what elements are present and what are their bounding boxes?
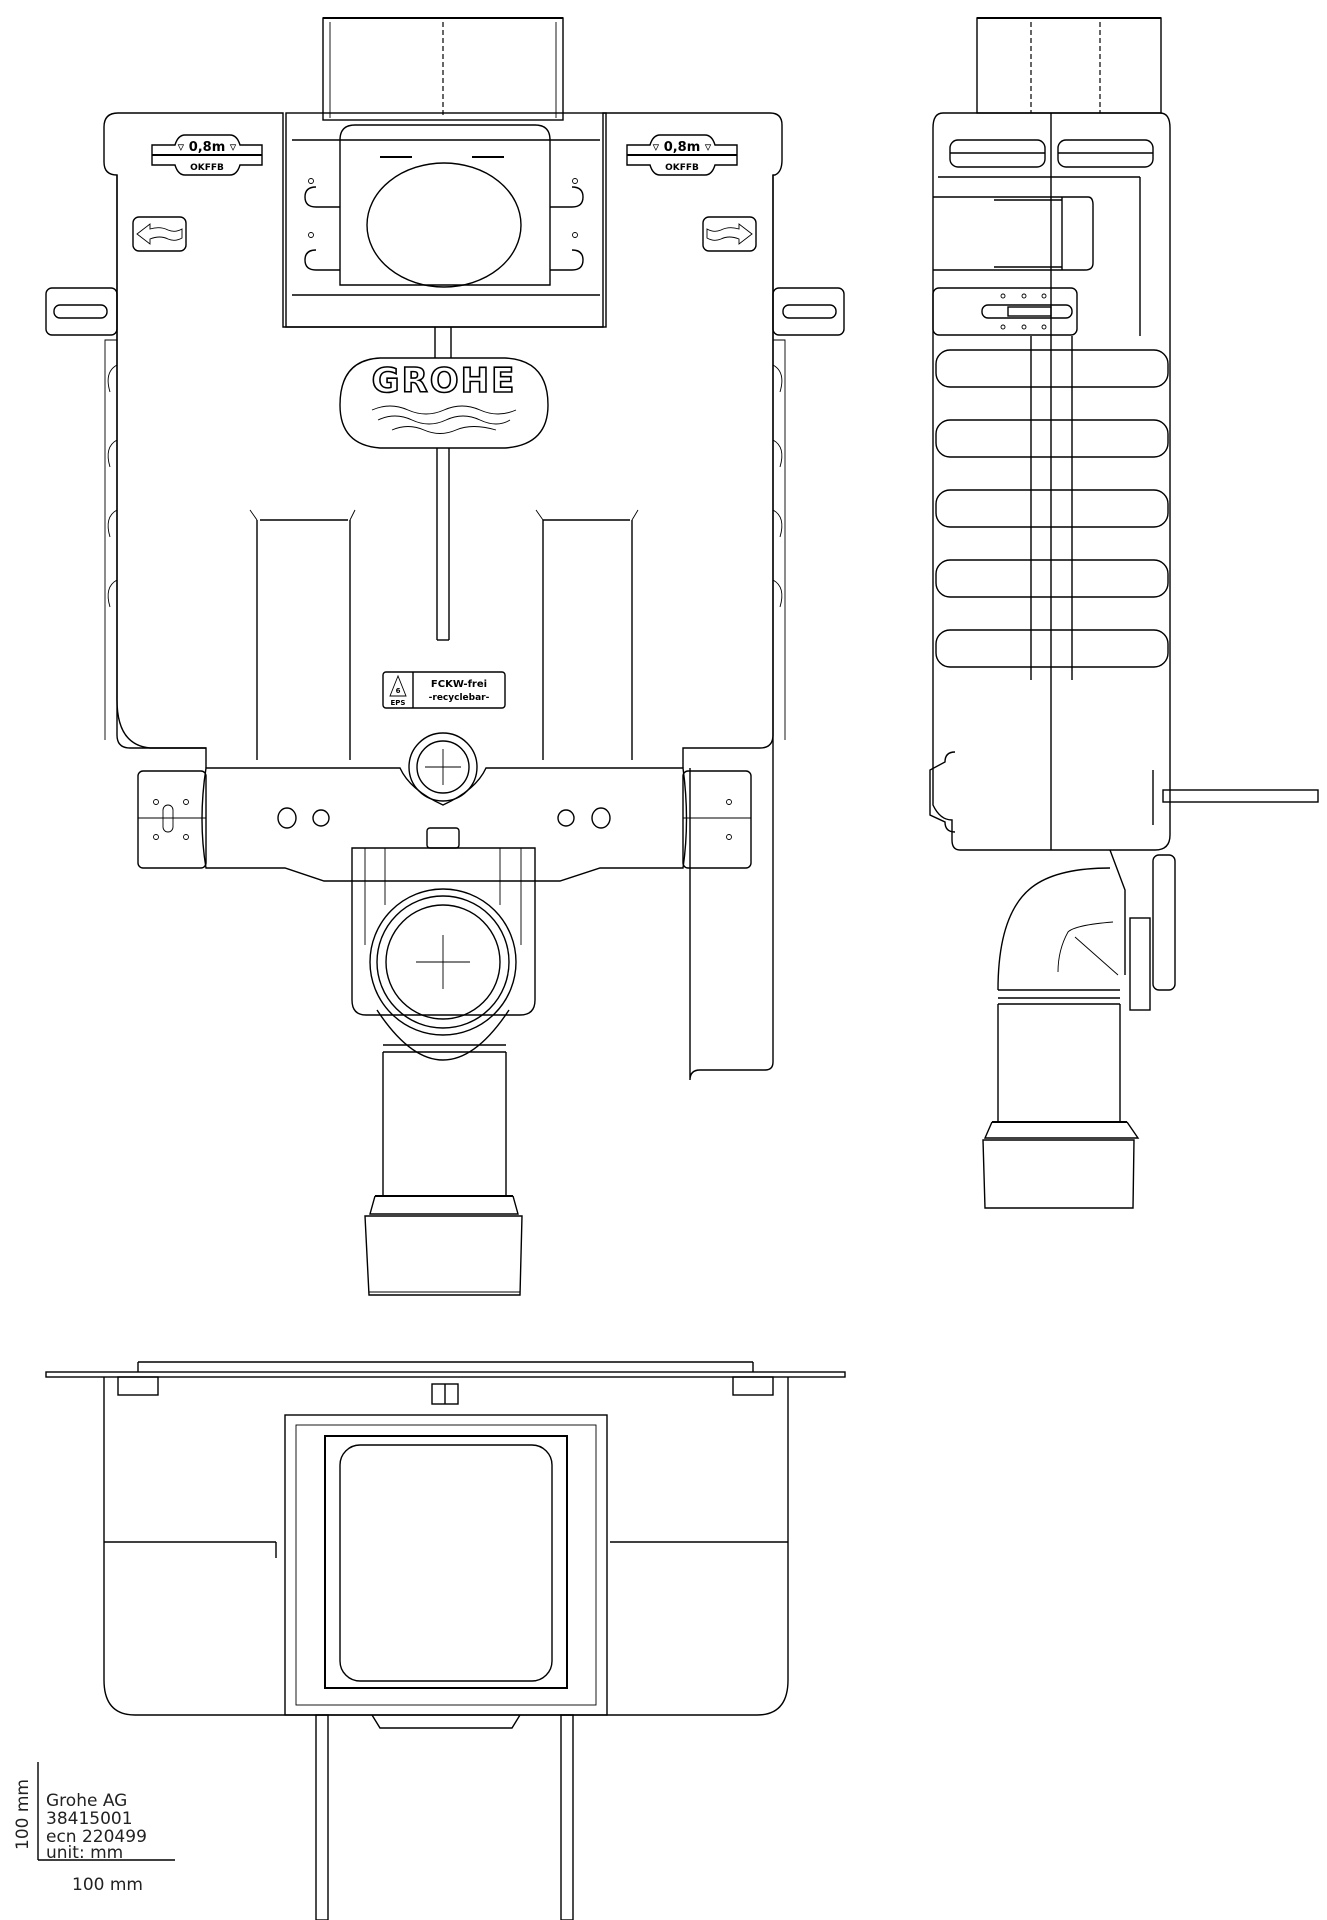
part-number: 38415001 [46,1809,133,1829]
front-view: ▿ 0,8m ▿ OKFFB ▿ 0,8m ▿ OKFFB [45,17,845,1296]
front-large-outlet [351,827,536,1061]
svg-text:FCKW-frei: FCKW-frei [431,679,487,690]
svg-text:▿ 0,8m ▿: ▿ 0,8m ▿ [178,140,237,155]
scale-vertical-label: 100 mm [13,1779,33,1850]
side-ribs [935,349,1169,668]
scale-horizontal-label: 100 mm [72,1875,143,1895]
arrow-right-icon [702,216,757,252]
height-label-left: ▿ 0,8m ▿ OKFFB [151,134,263,176]
front-small-outlet [408,732,478,802]
front-down-pipe [364,1052,523,1296]
recycle-triangle-icon: 6 EPS [389,674,407,707]
material-label: 6 EPS FCKW-frei -recyclebar- [382,671,506,709]
front-side-scallops [104,339,786,740]
side-body-outline [932,112,1171,851]
svg-text:▿ 0,8m ▿: ▿ 0,8m ▿ [653,140,712,155]
side-top-pipe [976,17,1162,114]
side-clamp [932,287,1078,336]
front-inner-panels [249,509,639,760]
front-top-pipe [322,17,564,121]
svg-text:GROHE: GROHE [372,361,517,401]
svg-text:OKFFB: OKFFB [665,163,699,173]
plan-legs [315,1714,574,1920]
side-elbow [997,849,1176,1011]
ecn-number: ecn 220499 [46,1827,147,1847]
front-upper-brackets [45,287,845,336]
title-block: 100 mm Grohe AG 38415001 ecn 220499 unit… [13,1762,175,1895]
side-view [929,17,1319,1209]
svg-text:EPS: EPS [391,699,406,707]
company-name: Grohe AG [46,1791,127,1811]
svg-text:6: 6 [396,687,401,695]
arrow-left-icon [132,216,187,252]
front-mounting-bar [137,767,752,882]
svg-text:-recyclebar-: -recyclebar- [429,693,490,703]
front-cistern-box [285,112,607,328]
height-label-right: ▿ 0,8m ▿ OKFFB [626,134,738,176]
svg-text:OKFFB: OKFFB [190,163,224,173]
plan-view [45,1361,846,1920]
unit-label: unit: mm [46,1843,123,1863]
front-frame-outline [103,112,783,1081]
grohe-logo: GROHE [339,327,549,641]
